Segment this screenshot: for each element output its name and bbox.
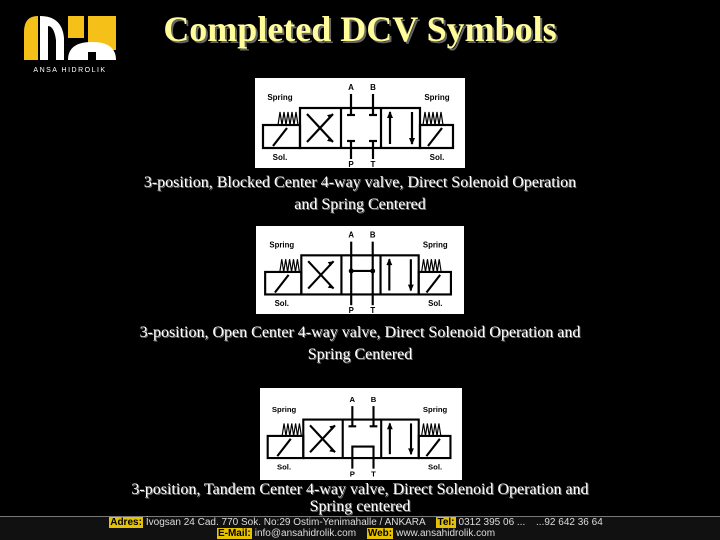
spring-label-right: Spring (424, 93, 449, 102)
spring-label-right: Spring (423, 405, 448, 414)
ansa-hidrolik-logo: ANSA HIDROLIK (24, 16, 116, 74)
address-label: Adres: (109, 517, 143, 528)
spring-icon (421, 423, 442, 437)
solenoid-right (417, 434, 452, 460)
email-link[interactable]: info@ansahidrolik.com (254, 528, 357, 539)
solenoid-right (418, 123, 455, 150)
contact-footer: Adres:İvogsan 24 Cad. 770 Sok. No:29 Ost… (0, 516, 720, 540)
caption-tandem-center-line2: Spring centered (309, 498, 411, 515)
sol-label-right: Sol. (430, 153, 445, 162)
sol-label-left: Sol. (273, 153, 288, 162)
address: İvogsan 24 Cad. 770 Sok. No:29 Ostim-Yen… (145, 517, 426, 528)
caption-open-center-line2: Spring Centered (307, 346, 413, 363)
valve-body (300, 254, 420, 296)
port-a-label: A (350, 395, 356, 404)
page-title: Completed DCV Symbols (163, 9, 557, 49)
port-t-label: T (371, 469, 376, 478)
valve-body (298, 106, 422, 150)
email-label: E-Mail: (216, 528, 252, 539)
web-label: Web: (366, 528, 394, 539)
caption-blocked-center-line2: and Spring Centered (294, 196, 426, 213)
web-link[interactable]: www.ansahidrolik.com (396, 528, 496, 539)
port-p-label: P (348, 160, 354, 168)
port-b-label: B (370, 83, 376, 92)
sol-label-left: Sol. (277, 463, 291, 472)
caption-tandem-center-line1: 3-position, Tandem Center 4-way valve, D… (131, 481, 589, 498)
sol-label-right: Sol. (428, 299, 442, 308)
fax: ...92 642 36 64 (536, 517, 603, 528)
port-b-label: B (371, 395, 377, 404)
spring-icon (277, 111, 299, 126)
spring-icon (421, 259, 442, 273)
spring-label-left: Spring (267, 93, 292, 102)
solenoid-right (417, 270, 453, 296)
spring-icon (279, 259, 300, 273)
port-p-label: P (349, 306, 354, 314)
caption-open-center-line1: 3-position, Open Center 4-way valve, Dir… (139, 324, 581, 341)
sol-label-left: Sol. (275, 299, 289, 308)
port-t-label: T (370, 306, 375, 314)
port-b-label: B (370, 231, 376, 240)
caption-blocked-center-line1: 3-position, Blocked Center 4-way valve, … (143, 174, 577, 191)
port-p-label: P (350, 469, 355, 478)
spring-label-right: Spring (423, 241, 448, 250)
spring-icon (422, 111, 444, 126)
valve-body (302, 418, 420, 460)
spring-label-left: Spring (269, 241, 294, 250)
tel-label: Tel: (436, 517, 456, 528)
footer-row-2: E-Mail:info@ansahidrolik.com Web:www.ans… (0, 528, 720, 539)
port-a-label: A (348, 231, 354, 240)
port-t-label: T (371, 160, 376, 168)
sol-label-right: Sol. (428, 463, 442, 472)
port-a-label: A (348, 83, 354, 92)
spring-icon (281, 423, 302, 437)
spring-label-left: Spring (272, 405, 297, 414)
svg-text:ANSA HIDROLIK: ANSA HIDROLIK (33, 67, 106, 74)
footer-row-1: Adres:İvogsan 24 Cad. 770 Sok. No:29 Ost… (0, 517, 720, 528)
tel: 0312 395 06 ... (458, 517, 526, 528)
